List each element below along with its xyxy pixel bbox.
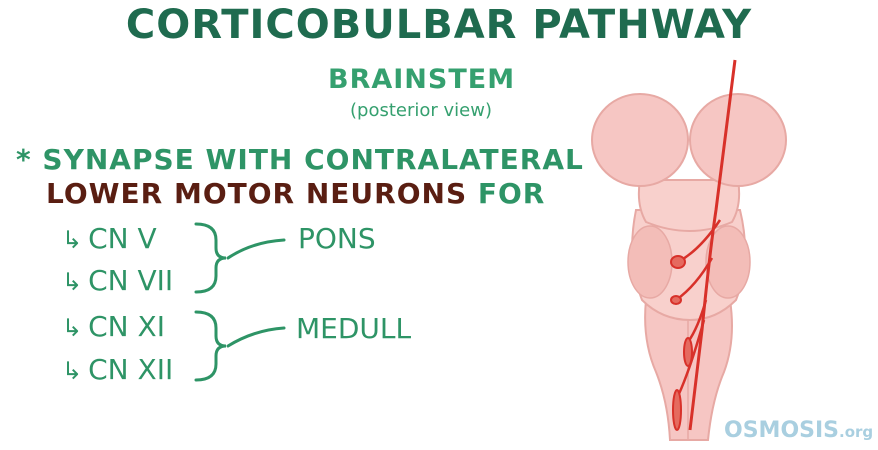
nucleus-cn-vii (671, 296, 681, 304)
osmosis-logo: OSMOSIS.org (724, 418, 873, 443)
logo-suffix: .org (839, 423, 873, 441)
right-thalamus (690, 94, 786, 186)
left-peduncle (628, 226, 672, 298)
nucleus-cn-v (671, 256, 685, 268)
logo-name: OSMOSIS (724, 418, 839, 443)
nucleus-cn-xi (684, 338, 692, 366)
nucleus-cn-xii (673, 390, 681, 430)
midbrain-body (639, 180, 739, 231)
left-thalamus (592, 94, 688, 186)
